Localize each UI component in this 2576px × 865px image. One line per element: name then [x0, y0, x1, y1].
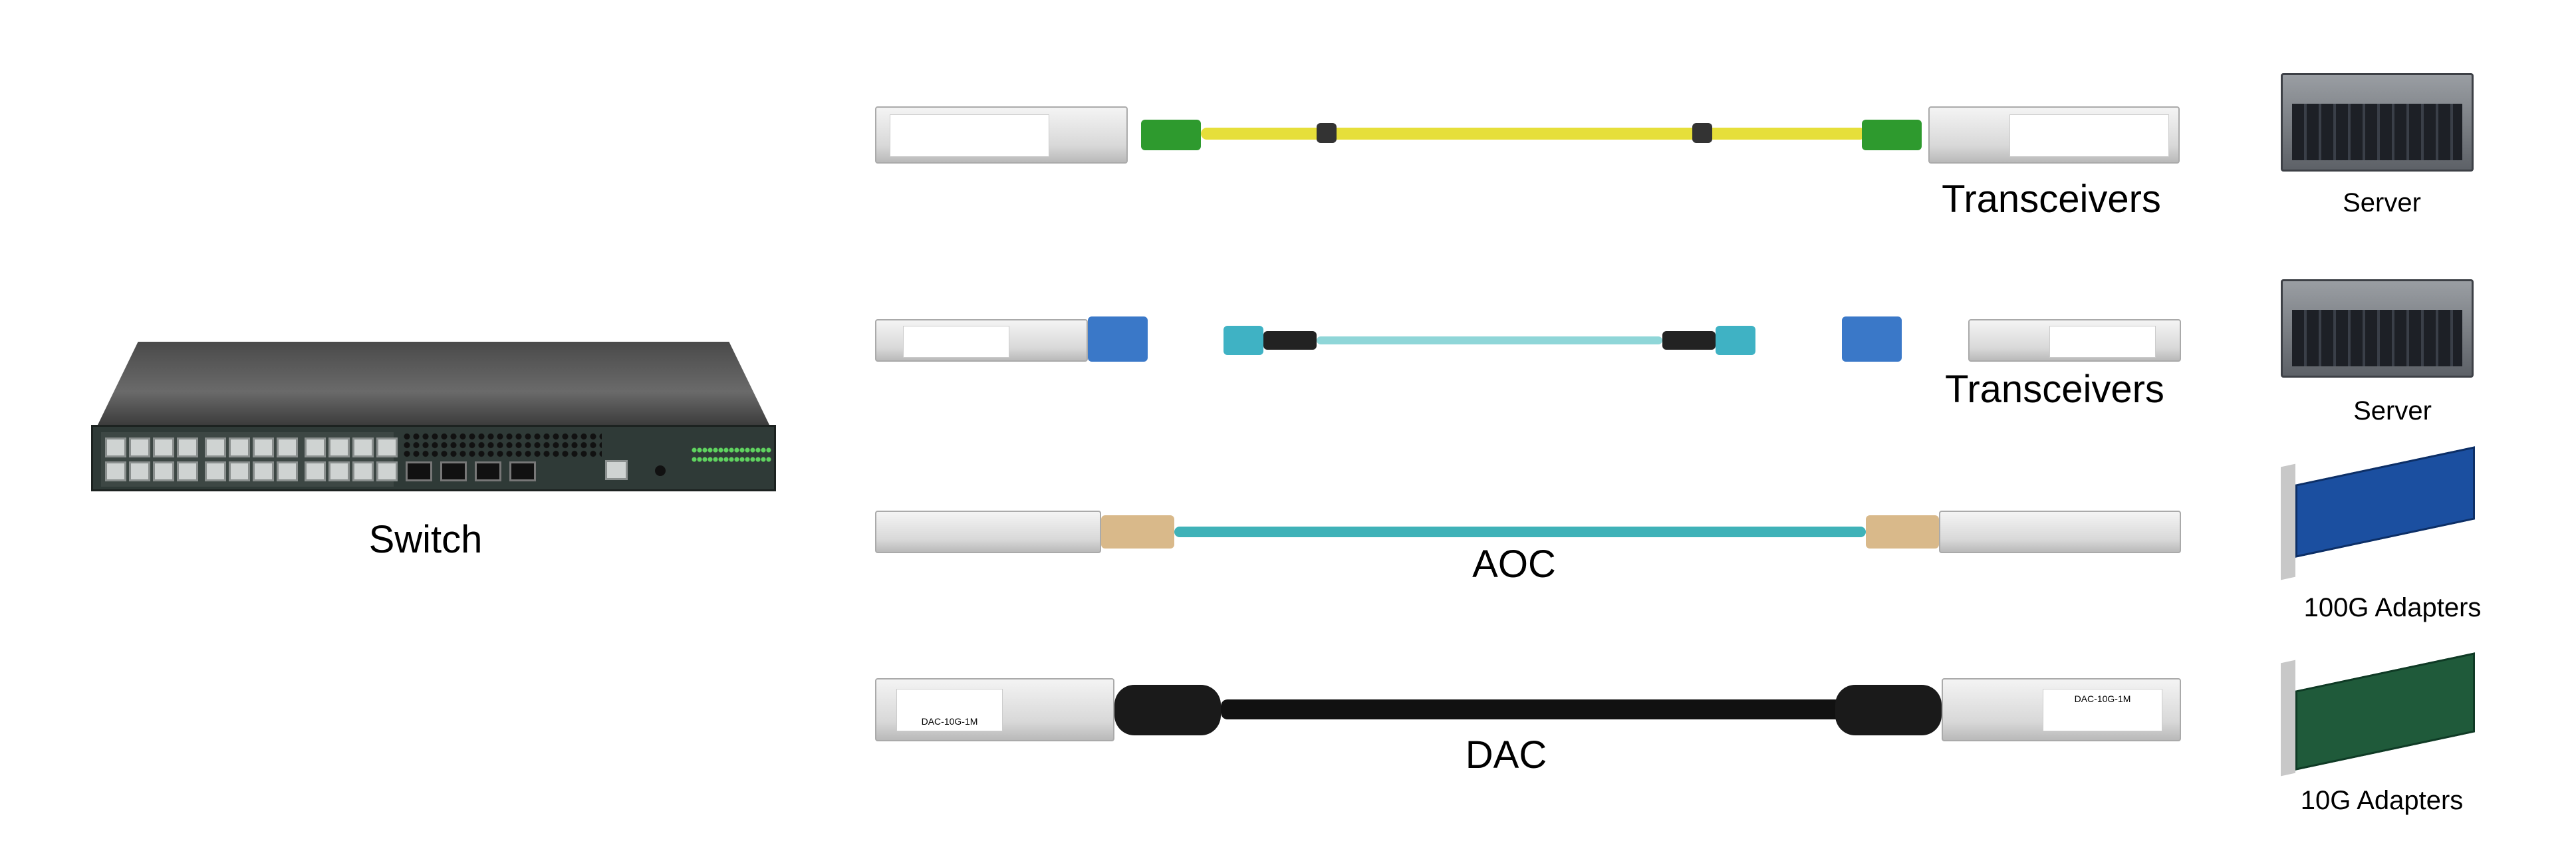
rj45-port	[177, 461, 198, 481]
rj45-port	[277, 437, 298, 457]
dac-module-right: DAC-10G-1M	[1942, 678, 2181, 741]
aoc-boot-left	[1101, 515, 1174, 549]
aoc-cable	[1174, 527, 1866, 537]
sfp-port	[440, 461, 467, 481]
switch-front-panel: (function(){var s=document.currentScript…	[91, 425, 776, 491]
rj45-port	[129, 461, 150, 481]
device-label-100g-adapters: 100G Adapters	[2303, 593, 2482, 622]
sfp-port	[509, 461, 536, 481]
fiber-cable-aqua	[1317, 336, 1662, 344]
rj45-port	[305, 461, 326, 481]
rj45-port	[253, 461, 274, 481]
pull-tab-left	[1088, 316, 1148, 362]
console-port	[605, 460, 628, 480]
reset-button	[655, 465, 666, 476]
rj45-port	[105, 437, 126, 457]
sfp-port	[475, 461, 501, 481]
qsfp-transceiver-left	[875, 319, 1088, 362]
rj45-port	[229, 437, 250, 457]
dac-cable	[1221, 699, 1859, 719]
rj45-port	[328, 437, 350, 457]
dac-module-label-left: DAC-10G-1M	[896, 689, 1003, 731]
rj45-port	[129, 437, 150, 457]
mpo-boot-left	[1263, 331, 1317, 350]
mpo-boot-right	[1662, 331, 1716, 350]
rj45-port-block: (function(){var s=document.currentScript…	[101, 432, 398, 487]
rj45-port	[253, 437, 274, 457]
rj45-port	[105, 461, 126, 481]
dac-module-left: DAC-10G-1M	[875, 678, 1114, 741]
link-label-transceivers-2: Transceivers	[1945, 368, 2164, 411]
device-label-server-1: Server	[2343, 188, 2421, 217]
adapter-bracket	[2281, 463, 2295, 580]
server-2	[2281, 279, 2474, 378]
network-switch: (function(){var s=document.currentScript…	[91, 342, 776, 492]
adapter-bracket	[2281, 660, 2295, 777]
dac-module-label-right: DAC-10G-1M	[2043, 689, 2162, 731]
rj45-port	[205, 437, 226, 457]
rj45-port	[305, 437, 326, 457]
rj45-port	[153, 437, 174, 457]
rj45-port	[376, 461, 398, 481]
rj45-port	[328, 461, 350, 481]
rj45-port	[352, 437, 374, 457]
aoc-module-right	[1939, 511, 2181, 553]
cable-splitter-right	[1692, 123, 1712, 143]
sfp-ports: (function(){var s=document.currentScript…	[406, 461, 579, 485]
fiber-cable-yellow	[1201, 128, 1866, 140]
aoc-boot-right	[1866, 515, 1939, 549]
adapter-pcb	[2295, 652, 2475, 771]
rj45-port	[376, 437, 398, 457]
link-label-transceivers-1: Transceivers	[1942, 178, 2161, 221]
switch-label: Switch	[368, 518, 483, 561]
rj45-port	[352, 461, 374, 481]
rj45-port	[229, 461, 250, 481]
rj45-port	[177, 437, 198, 457]
qsfp-transceiver-right	[1968, 319, 2181, 362]
cable-splitter-left	[1317, 123, 1337, 143]
link-label-dac: DAC	[1465, 733, 1547, 777]
rj45-port	[153, 461, 174, 481]
lc-connector-right	[1862, 120, 1922, 150]
switch-top-cover	[98, 342, 769, 425]
device-label-server-2: Server	[2353, 396, 2432, 426]
pull-tab-right	[1842, 316, 1902, 362]
vent-grille	[402, 432, 602, 457]
device-label-10g-adapters: 10G Adapters	[2300, 786, 2464, 815]
rj45-port	[205, 461, 226, 481]
mpo-connector-left	[1224, 326, 1263, 355]
link-label-aoc: AOC	[1472, 543, 1556, 586]
sfp-transceiver-right	[1928, 106, 2180, 164]
dac-boot-left	[1114, 685, 1221, 735]
sfp-transceiver-left	[875, 106, 1128, 164]
aoc-module-left	[875, 511, 1101, 553]
dac-boot-right	[1835, 685, 1942, 735]
sfp-port	[406, 461, 432, 481]
server-1	[2281, 73, 2474, 172]
mpo-connector-right	[1716, 326, 1755, 355]
lc-connector-left	[1141, 120, 1201, 150]
adapter-pcb	[2295, 446, 2475, 558]
status-leds	[692, 445, 771, 465]
rj45-port	[277, 461, 298, 481]
